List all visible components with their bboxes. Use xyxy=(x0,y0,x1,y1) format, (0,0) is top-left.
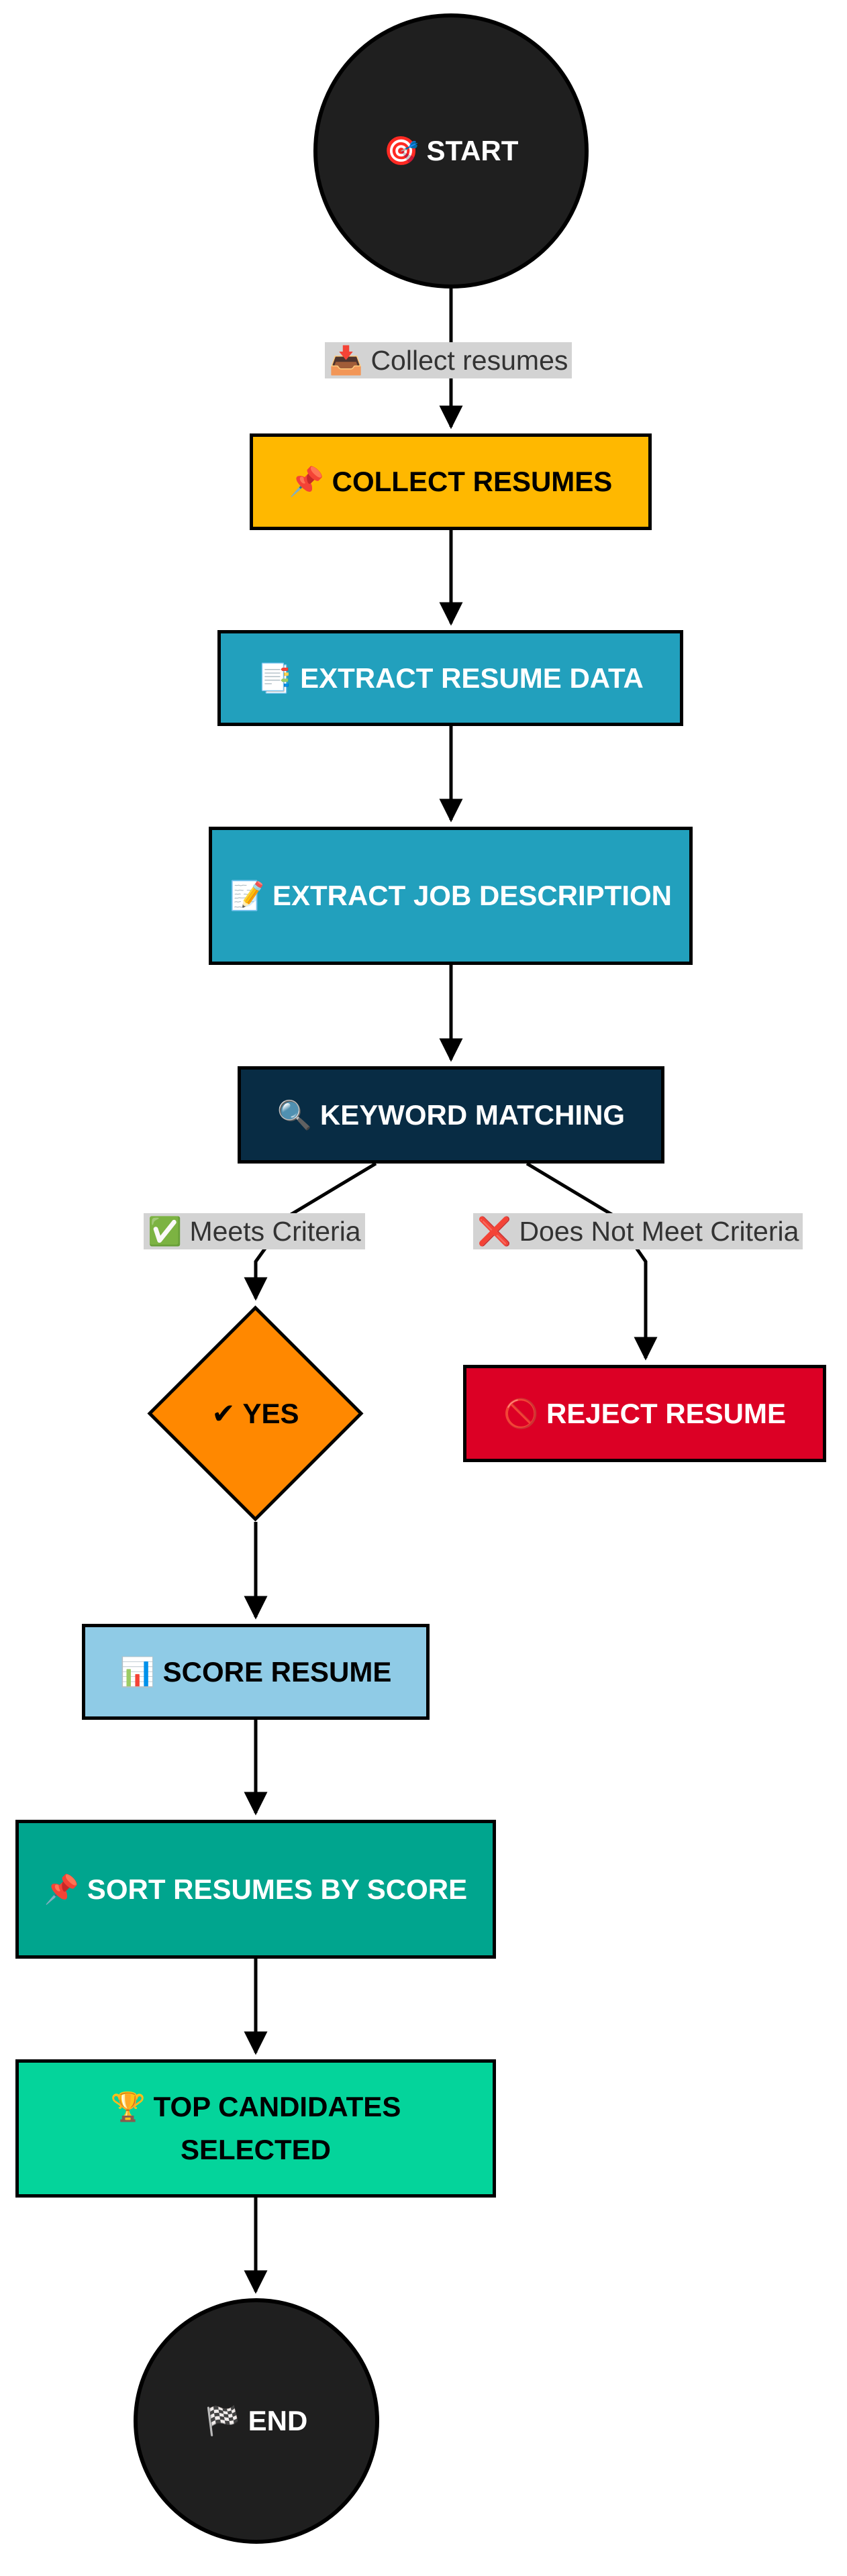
end-node: 🏁 END xyxy=(134,2298,379,2544)
edge-label-collect-resumes: 📥 Collect resumes xyxy=(325,342,572,378)
start-node: 🎯 START xyxy=(313,13,589,289)
score-resume-node: 📊 SCORE RESUME xyxy=(82,1624,430,1720)
extract-resume-data-label: 📑 EXTRACT RESUME DATA xyxy=(257,662,644,694)
reject-resume-node: 🚫 REJECT RESUME xyxy=(463,1365,826,1462)
start-label: 🎯 START xyxy=(383,135,519,166)
yes-decision-node: ✔ YES xyxy=(147,1305,364,1522)
extract-job-description-node: 📝 EXTRACT JOB DESCRIPTION xyxy=(209,827,693,965)
yes-label: ✔ YES xyxy=(211,1398,299,1429)
keyword-matching-node: 🔍 KEYWORD MATCHING xyxy=(238,1066,664,1164)
extract-resume-data-node: 📑 EXTRACT RESUME DATA xyxy=(217,630,683,726)
collect-resumes-label: 📌 COLLECT RESUMES xyxy=(289,466,613,497)
score-resume-label: 📊 SCORE RESUME xyxy=(119,1655,392,1688)
keyword-matching-label: 🔍 KEYWORD MATCHING xyxy=(277,1098,626,1131)
top-candidates-node: 🏆 TOP CANDIDATES SELECTED xyxy=(15,2059,496,2198)
collect-resumes-node: 📌 COLLECT RESUMES xyxy=(250,433,652,530)
end-label: 🏁 END xyxy=(205,2405,308,2436)
yes-diamond-shape xyxy=(147,1305,364,1522)
sort-resumes-label: 📌 SORT RESUMES BY SCORE xyxy=(44,1873,468,1905)
edge-label-meets-criteria: ✅ Meets Criteria xyxy=(144,1213,365,1249)
edge-keyword-reject xyxy=(526,1162,658,1361)
reject-resume-label: 🚫 REJECT RESUME xyxy=(503,1397,787,1429)
top-candidates-label: 🏆 TOP CANDIDATES SELECTED xyxy=(110,2091,401,2165)
sort-resumes-node: 📌 SORT RESUMES BY SCORE xyxy=(15,1820,496,1959)
edge-label-does-not-meet-criteria: ❌ Does Not Meet Criteria xyxy=(473,1213,803,1249)
extract-job-description-label: 📝 EXTRACT JOB DESCRIPTION xyxy=(229,880,672,911)
